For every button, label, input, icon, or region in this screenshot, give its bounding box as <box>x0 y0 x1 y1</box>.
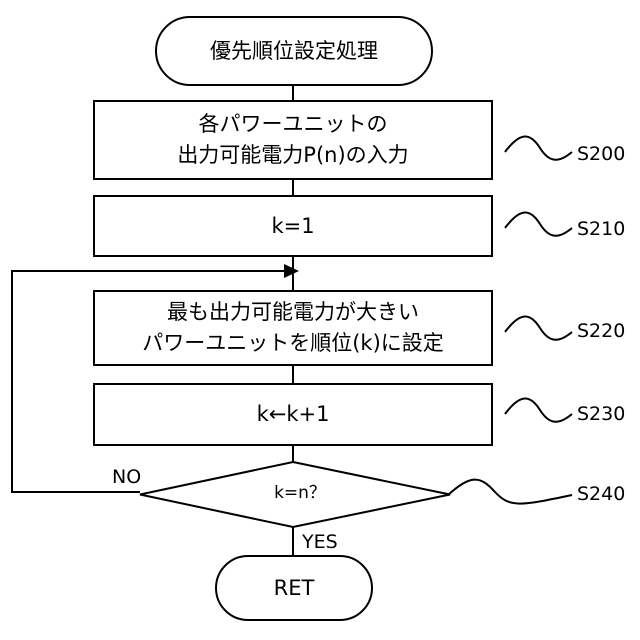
step-ref-squiggle-s240 <box>448 480 572 504</box>
step-ref-squiggle-s230 <box>505 398 572 421</box>
step-s210-line1: k=1 <box>271 211 314 242</box>
step-s200-box: 各パワーユニットの 出力可能電力P(n)の入力 <box>93 100 493 180</box>
step-ref-squiggle-s200 <box>505 136 572 159</box>
decision-label: k=n？ <box>220 482 380 504</box>
step-id-s230: S230 <box>577 403 625 425</box>
step-s230-box: k←k+1 <box>93 383 493 446</box>
step-id-s200: S200 <box>577 143 625 165</box>
step-s220-line2: パワーユニットを順位(k)に設定 <box>142 328 444 359</box>
step-ref-squiggle-s210 <box>505 212 572 235</box>
step-s200-line2: 出力可能電力P(n)の入力 <box>177 140 408 171</box>
start-label: 優先順位設定処理 <box>210 36 378 67</box>
step-s220-box: 最も出力可能電力が大きい パワーユニットを順位(k)に設定 <box>93 290 493 366</box>
step-s200-line1: 各パワーユニットの <box>199 109 388 140</box>
step-id-s240: S240 <box>577 483 625 505</box>
end-terminal: RET <box>215 555 373 621</box>
step-id-s220: S220 <box>577 320 625 342</box>
end-label: RET <box>274 573 315 604</box>
no-label: NO <box>112 466 141 488</box>
step-s210-box: k=1 <box>93 195 493 257</box>
yes-label: YES <box>302 531 338 553</box>
step-id-s210: S210 <box>577 218 625 240</box>
start-terminal: 優先順位設定処理 <box>155 16 433 86</box>
step-ref-squiggle-s220 <box>505 316 572 339</box>
step-s230-line1: k←k+1 <box>257 399 330 430</box>
loop-arrowhead <box>284 264 299 278</box>
step-s220-line1: 最も出力可能電力が大きい <box>167 297 419 328</box>
